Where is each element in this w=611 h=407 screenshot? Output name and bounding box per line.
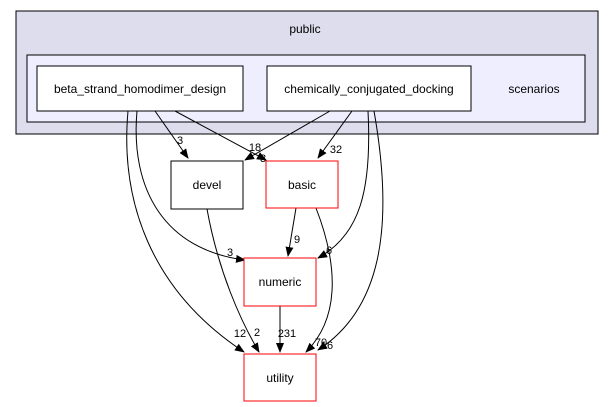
node-devel[interactable]: devel bbox=[170, 160, 244, 210]
edge-label-basic-numeric[interactable]: 9 bbox=[294, 234, 300, 246]
edge-label-chem-basic[interactable]: 32 bbox=[330, 144, 342, 156]
edge-label-numeric-utility[interactable]: 231 bbox=[278, 328, 296, 340]
node-box bbox=[170, 160, 244, 210]
edge-chem-to-devel bbox=[244, 110, 331, 161]
edge-beta-to-devel bbox=[154, 110, 189, 159]
node-label: basic bbox=[288, 178, 316, 192]
edge-label-basic-utility[interactable]: 70 bbox=[315, 337, 327, 349]
cluster-scenarios-label: scenarios bbox=[508, 82, 559, 96]
node-box bbox=[265, 160, 339, 209]
edge-chem-to-utility bbox=[317, 110, 384, 351]
edge-label-beta-devel[interactable]: 3 bbox=[177, 135, 183, 147]
edge-label-beta-utility[interactable]: 12 bbox=[234, 328, 246, 340]
edge-labels: 3 18 3 12 3 32 6 16 2 9 70 231 bbox=[177, 135, 342, 352]
node-utility[interactable]: utility bbox=[243, 353, 317, 402]
edge-label-beta-numeric[interactable]: 3 bbox=[227, 247, 233, 259]
cluster-public-label: public bbox=[289, 22, 320, 36]
edge-label-devel-utility[interactable]: 2 bbox=[254, 327, 260, 339]
edge-label-chem-devel[interactable]: 3 bbox=[260, 153, 266, 165]
edges bbox=[126, 110, 384, 353]
node-label: numeric bbox=[259, 275, 302, 289]
edge-chem-to-numeric bbox=[317, 110, 370, 259]
node-label: devel bbox=[193, 178, 222, 192]
edge-label-chem-utility[interactable]: 16 bbox=[321, 340, 333, 352]
node-chemically-conjugated-docking[interactable]: chemically_conjugated_docking bbox=[266, 65, 472, 112]
node-box bbox=[266, 65, 472, 112]
edge-label-beta-basic[interactable]: 18 bbox=[249, 142, 261, 154]
edge-chem-to-basic bbox=[317, 110, 353, 159]
node-basic[interactable]: basic bbox=[265, 160, 339, 209]
edge-beta-to-basic bbox=[174, 110, 267, 161]
node-label: utility bbox=[266, 371, 293, 385]
node-label: beta_strand_homodimer_design bbox=[54, 82, 226, 96]
edge-basic-to-numeric bbox=[285, 207, 297, 257]
node-box bbox=[243, 353, 317, 402]
edge-beta-to-utility bbox=[126, 110, 245, 353]
edge-devel-to-utility bbox=[206, 208, 260, 353]
node-box bbox=[36, 65, 244, 112]
edge-basic-to-utility bbox=[305, 207, 333, 353]
node-beta-strand-homodimer-design[interactable]: beta_strand_homodimer_design bbox=[36, 65, 244, 112]
node-label: chemically_conjugated_docking bbox=[284, 82, 453, 96]
node-numeric[interactable]: numeric bbox=[243, 257, 317, 307]
node-box bbox=[243, 257, 317, 307]
edge-label-chem-numeric[interactable]: 6 bbox=[326, 245, 332, 257]
